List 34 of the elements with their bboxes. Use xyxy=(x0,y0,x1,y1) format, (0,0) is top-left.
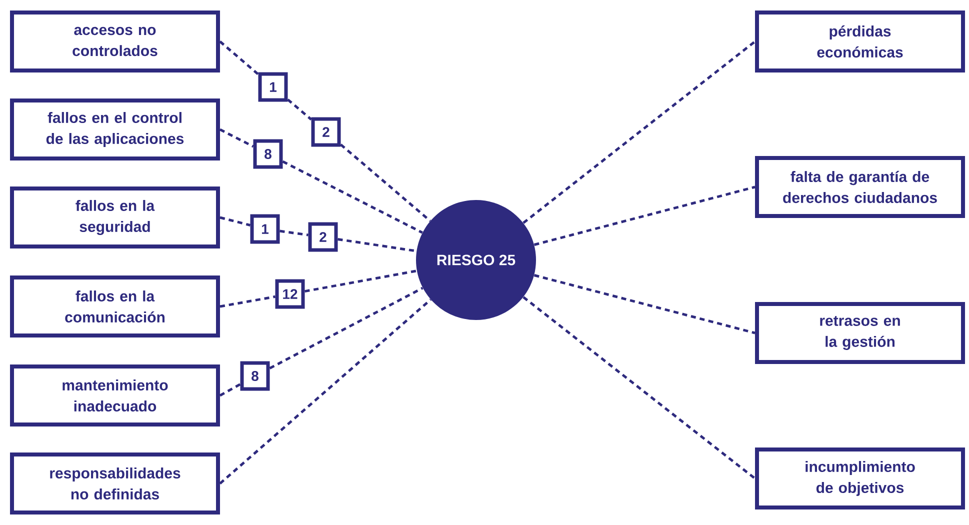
effect-box: falta de garantía de derechos ciudadanos xyxy=(755,156,965,218)
cause-box: fallos en la seguridad xyxy=(10,186,220,248)
cause-box: responsabilidades no definidas xyxy=(10,452,220,514)
number-box: 1 xyxy=(258,72,288,102)
effect-box: retrasos en la gestión xyxy=(755,302,965,364)
dotted-connector xyxy=(338,238,417,252)
dotted-connector xyxy=(280,230,308,236)
number-box: 2 xyxy=(311,117,341,147)
dotted-connector xyxy=(220,216,251,226)
number-box: 8 xyxy=(253,139,283,169)
effect-box: pérdidas económicas xyxy=(755,10,965,72)
number-box: 12 xyxy=(275,279,305,309)
dotted-connector xyxy=(220,295,276,308)
dotted-connector xyxy=(534,274,756,334)
cause-box: mantenimiento inadecuado xyxy=(10,364,220,426)
cause-box: accesos no controlados xyxy=(10,10,220,72)
number-box: 8 xyxy=(240,361,270,391)
cause-box: fallos en el control de las aplicaciones xyxy=(10,98,220,160)
dotted-connector xyxy=(522,40,756,224)
dotted-connector xyxy=(340,144,432,222)
dotted-connector xyxy=(219,128,254,148)
dotted-connector xyxy=(304,270,418,293)
dotted-connector xyxy=(522,296,756,480)
number-box: 1 xyxy=(250,214,280,244)
dotted-connector xyxy=(534,186,756,246)
dotted-connector xyxy=(219,383,241,397)
dotted-connector xyxy=(269,286,424,370)
dotted-connector xyxy=(286,98,312,120)
effect-box: incumplimiento de objetivos xyxy=(755,448,965,510)
dotted-connector xyxy=(282,160,423,234)
dotted-connector xyxy=(219,298,432,484)
dotted-connector xyxy=(219,40,260,76)
number-box: 2 xyxy=(308,222,338,252)
cause-box: fallos en la comunicación xyxy=(10,276,220,338)
